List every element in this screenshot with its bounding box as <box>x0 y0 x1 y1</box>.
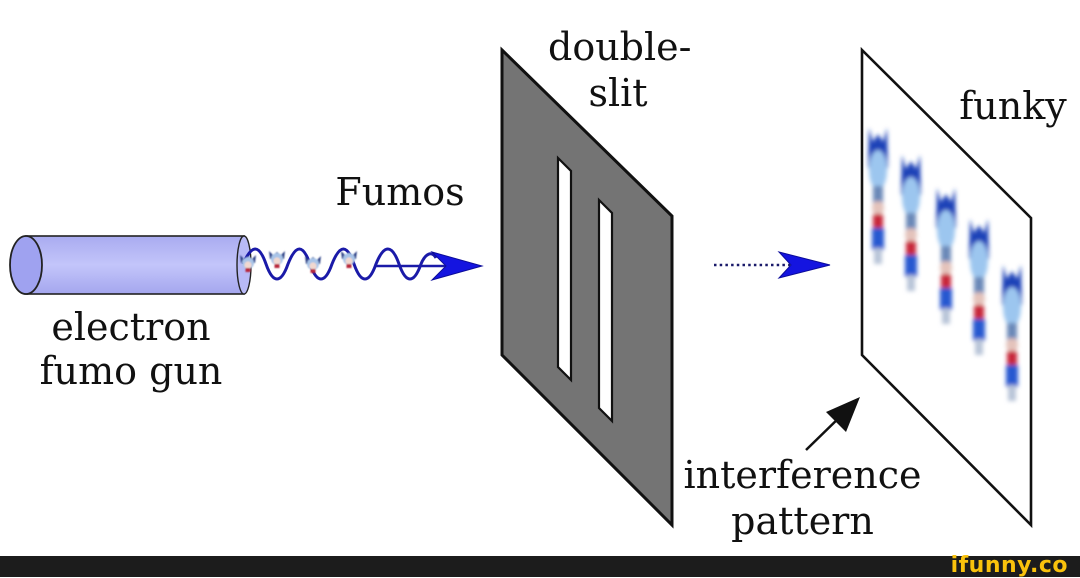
fumo-wave-beam <box>240 247 484 281</box>
slit-label-line2: slit <box>588 71 648 115</box>
watermark-bar: ifunny.co <box>0 553 1080 578</box>
dotted-arrow-icon <box>714 251 831 279</box>
slit-label: double- slit <box>548 24 692 116</box>
double-slit-panel-icon <box>500 46 674 529</box>
pointer-arrow-icon <box>805 397 860 451</box>
pattern-label: interference pattern <box>680 452 925 544</box>
pattern-label-line2: pattern <box>731 499 874 543</box>
pattern-label-line1: interference <box>683 453 922 497</box>
electron-gun-icon <box>9 235 252 295</box>
screen-label: funky <box>959 84 1067 128</box>
gun-label: electron fumo gun <box>26 305 236 393</box>
gun-label-line1: electron <box>51 305 211 349</box>
detector-screen <box>860 46 1033 529</box>
brand-watermark: ifunny.co <box>950 553 1068 578</box>
slit-label-line1: double- <box>548 25 692 69</box>
gun-label-line2: fumo gun <box>39 349 223 393</box>
fumo-particle-icon <box>305 256 321 273</box>
fumo-particle-icon <box>269 251 285 268</box>
particles-label: Fumos <box>335 170 465 214</box>
